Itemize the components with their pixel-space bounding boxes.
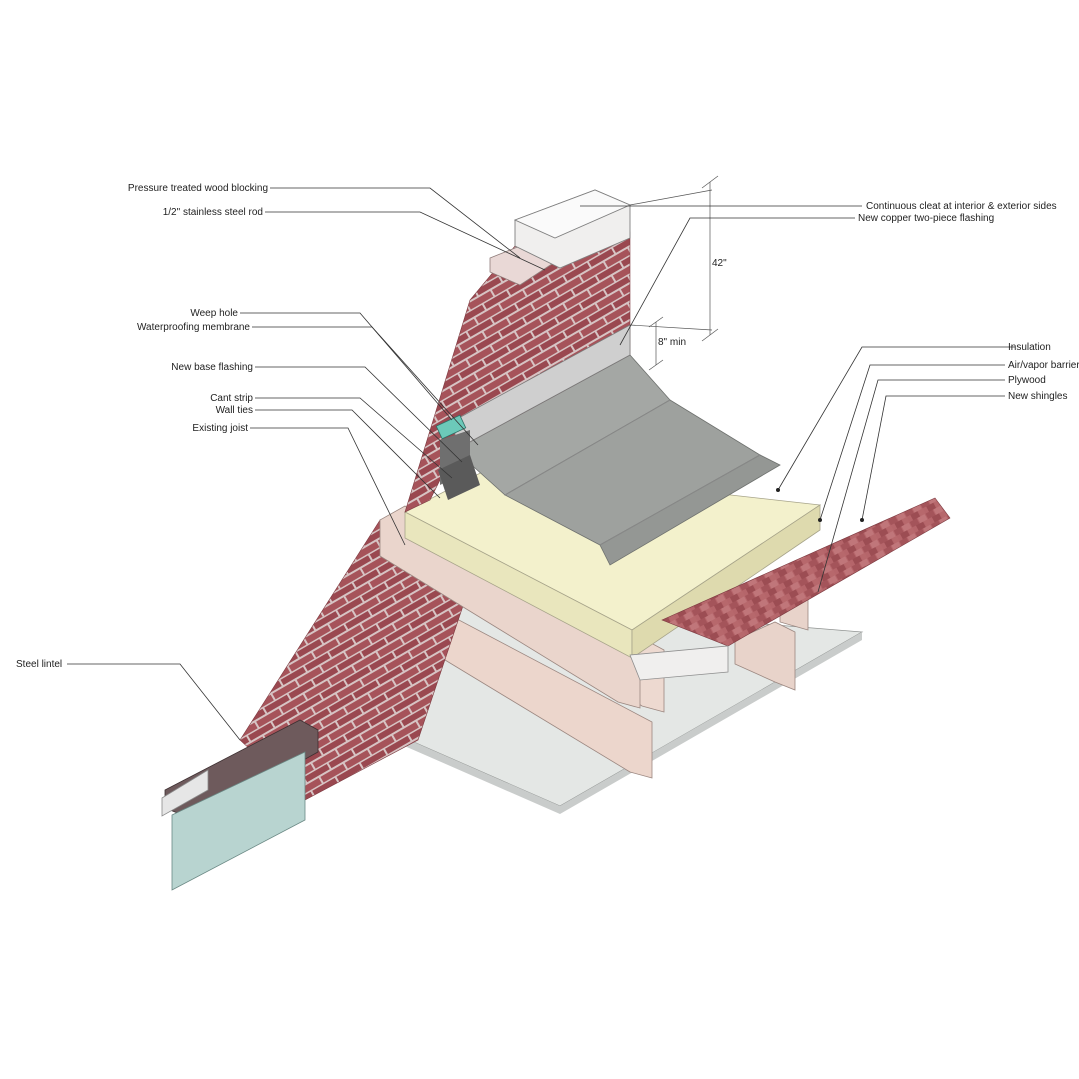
leader-plywood <box>817 379 1005 593</box>
existing-joist-right-1 <box>734 621 796 691</box>
dim-42-tick-top <box>701 175 719 189</box>
leader-steel-rod <box>265 211 546 271</box>
new-shingles <box>661 497 951 647</box>
label-continuous-cleat: Continuous cleat at interior & exterior … <box>866 201 1057 212</box>
cant-strip <box>438 455 480 500</box>
weep-hole <box>435 414 467 440</box>
leader-steel-lintel <box>67 663 241 741</box>
label-new-shingles: New shingles <box>1008 391 1067 402</box>
leader-dot-insulation <box>776 488 780 492</box>
leader-shingles <box>861 395 1005 521</box>
label-weep-hole: Weep hole <box>190 308 238 319</box>
leader-weep-hole <box>240 312 453 421</box>
dim-42-tick-bottom <box>701 328 719 342</box>
label-copper-flashing: New copper two-piece flashing <box>858 213 994 224</box>
label-new-base-flashing: New base flashing <box>171 362 253 373</box>
leader-existing-joist <box>250 427 406 546</box>
label-pressure-treated-wood-blocking: Pressure treated wood blocking <box>128 183 268 194</box>
dim-42-ext-bottom <box>629 324 713 331</box>
leader-copper-flashing <box>619 217 855 346</box>
membrane-seam-1 <box>504 399 671 496</box>
label-existing-joist: Existing joist <box>192 423 248 434</box>
membrane-seam-2 <box>599 454 761 546</box>
dim-8-tick-bottom <box>648 359 664 371</box>
label-dim-42: 42" <box>712 258 727 269</box>
label-wall-ties: Wall ties <box>216 405 253 416</box>
dim-8-tick-top <box>648 316 664 328</box>
label-dim-8-min: 8" min <box>658 337 686 348</box>
label-cant-strip: Cant strip <box>210 393 253 404</box>
lintel-flange <box>161 769 209 817</box>
leader-base-flashing <box>255 366 463 463</box>
leader-air-vapor <box>819 364 1005 521</box>
label-insulation: Insulation <box>1008 342 1051 353</box>
leader-pressure-treated <box>270 187 521 259</box>
label-air-vapor-barrier: Air/vapor barrier <box>1008 360 1079 371</box>
window-glass <box>171 751 306 891</box>
label-plywood: Plywood <box>1008 375 1046 386</box>
label-waterproofing-membrane: Waterproofing membrane <box>137 322 250 333</box>
shingle-plywood-edge <box>629 645 729 681</box>
leader-wall-ties <box>255 409 441 499</box>
label-stainless-steel-rod: 1/2" stainless steel rod <box>163 207 263 218</box>
leader-waterproofing <box>252 326 479 446</box>
leader-dot-air-vapor <box>818 518 822 522</box>
leader-dot-shingles <box>860 518 864 522</box>
label-steel-lintel: Steel lintel <box>16 659 62 670</box>
leader-insulation <box>777 346 1015 491</box>
dim-42-ext-top <box>629 189 713 206</box>
leader-cant-strip <box>255 397 453 479</box>
